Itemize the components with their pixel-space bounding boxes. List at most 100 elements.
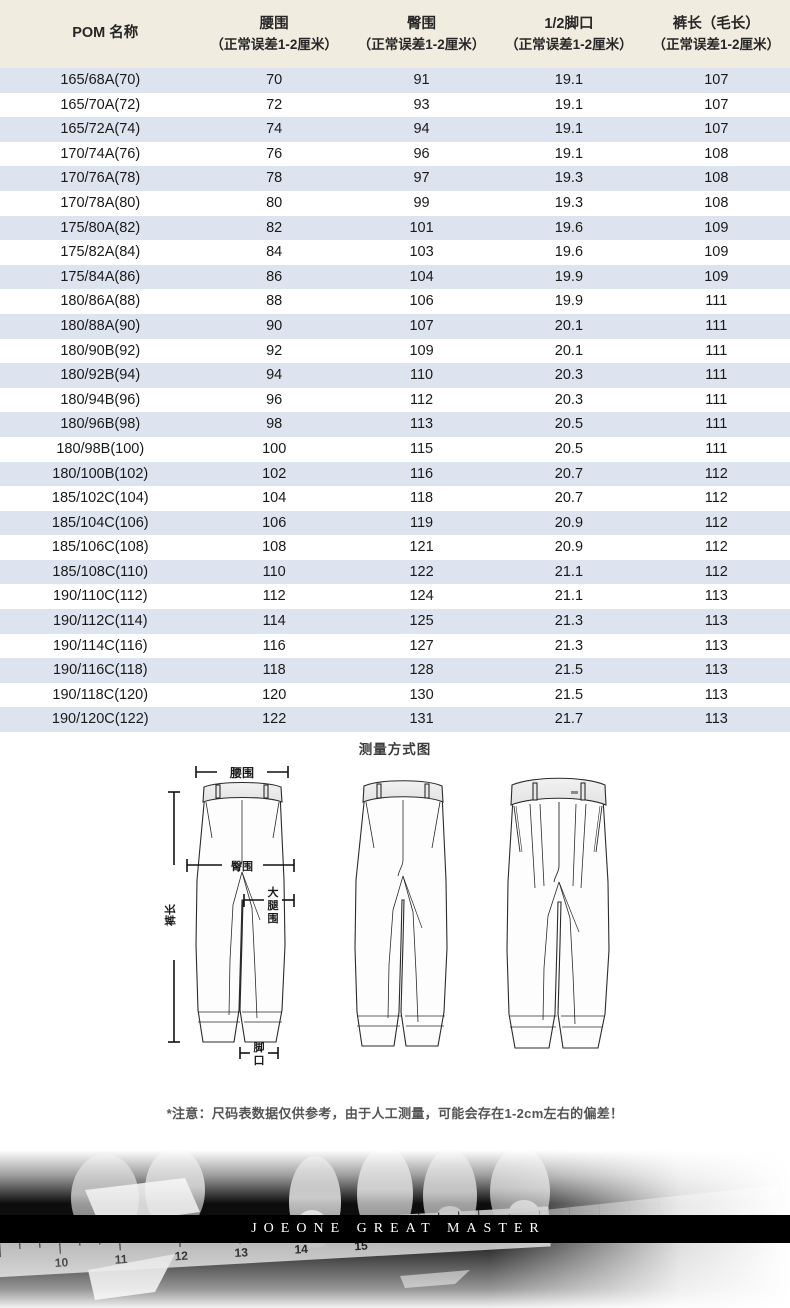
- cell-waist: 96: [200, 387, 348, 413]
- cell-half-hem: 19.9: [495, 289, 643, 314]
- cell-half-hem: 19.3: [495, 166, 643, 191]
- cell-hip: 107: [347, 313, 496, 339]
- cell-pom: 170/78A(80): [0, 190, 201, 216]
- cell-pant-length: 108: [642, 166, 790, 191]
- pants-diagram: 腰围 臀围 大腿围: [160, 760, 630, 1095]
- cell-hip: 125: [347, 609, 496, 634]
- column-header-hip: 臀围 （正常误差1-2厘米）: [347, 0, 496, 68]
- cell-waist: 80: [200, 190, 348, 216]
- cell-half-hem: 19.6: [495, 215, 643, 241]
- cell-waist: 82: [200, 215, 348, 241]
- brand-banner: 10 11 12 13 14 15: [0, 1150, 790, 1308]
- cell-pom: 190/110C(112): [0, 584, 201, 610]
- cell-waist: 102: [200, 461, 348, 487]
- cell-half-hem: 20.3: [495, 387, 643, 413]
- cell-waist: 78: [200, 166, 348, 191]
- cell-hip: 103: [347, 240, 496, 265]
- hip-label: 臀围: [231, 859, 253, 873]
- cell-half-hem: 19.3: [495, 190, 643, 216]
- pant-length-measure-arrow: [168, 791, 180, 1043]
- cell-pom: 180/98B(100): [0, 436, 201, 462]
- cell-waist: 108: [200, 535, 348, 560]
- measurement-note: *注意：尺码表数据仅供参考，由于人工测量，可能会存在1-2cm左右的偏差！: [166, 1106, 624, 1122]
- cell-hip: 124: [347, 584, 496, 610]
- cell-pant-length: 111: [642, 313, 790, 339]
- cell-hip: 116: [347, 461, 496, 487]
- cell-waist: 72: [200, 92, 348, 118]
- cell-pant-length: 112: [642, 486, 790, 511]
- column-header-pom: POM 名称: [0, 0, 201, 68]
- column-header-half-hem-label: 1/2脚口: [544, 15, 594, 32]
- cell-pant-length: 107: [642, 92, 790, 118]
- cell-pant-length: 107: [642, 117, 790, 142]
- cell-hip: 93: [347, 92, 496, 118]
- pant-length-label: 裤长: [163, 903, 177, 927]
- cell-waist: 112: [200, 584, 348, 610]
- cell-pom: 180/88A(90): [0, 313, 201, 339]
- cell-pom: 180/92B(94): [0, 363, 201, 388]
- cell-half-hem: 20.7: [495, 461, 643, 487]
- column-header-waist-tolerance: （正常误差1-2厘米）: [210, 36, 338, 52]
- cell-pom: 190/118C(120): [0, 682, 201, 708]
- cell-half-hem: 19.9: [495, 264, 643, 290]
- column-header-pant-length-label: 裤长（毛长）: [672, 15, 760, 32]
- cell-half-hem: 19.1: [495, 141, 643, 167]
- cell-half-hem: 19.6: [495, 240, 643, 265]
- pants-technical-drawing-svg: 腰围 臀围 大腿围: [163, 765, 610, 1067]
- cell-waist: 104: [200, 486, 348, 511]
- cell-hip: 101: [347, 215, 496, 241]
- cell-pant-length: 109: [642, 215, 790, 241]
- cell-pant-length: 112: [642, 510, 790, 536]
- cell-half-hem: 20.5: [495, 412, 643, 437]
- cell-waist: 114: [200, 609, 348, 634]
- cell-half-hem: 21.3: [495, 633, 643, 659]
- cell-pant-length: 111: [642, 412, 790, 437]
- cell-pant-length: 109: [642, 264, 790, 290]
- cell-pant-length: 113: [642, 682, 790, 708]
- column-header-half-hem: 1/2脚口 （正常误差1-2厘米）: [495, 0, 643, 68]
- cell-hip: 91: [347, 68, 496, 93]
- cell-pant-length: 109: [642, 240, 790, 265]
- cell-pant-length: 108: [642, 141, 790, 167]
- column-header-hip-label: 臀围: [407, 15, 437, 32]
- waist-label: 腰围: [229, 765, 254, 780]
- cell-half-hem: 21.5: [495, 658, 643, 683]
- cell-pant-length: 113: [642, 658, 790, 683]
- cell-hip: 96: [347, 141, 496, 167]
- cell-pant-length: 113: [642, 609, 790, 634]
- cell-waist: 98: [200, 412, 348, 437]
- cell-pom: 175/82A(84): [0, 240, 201, 265]
- cell-hip: 131: [347, 707, 496, 733]
- cell-hip: 113: [347, 412, 496, 437]
- cell-pom: 165/72A(74): [0, 117, 201, 142]
- cell-waist: 122: [200, 707, 348, 733]
- cell-pom: 170/76A(78): [0, 166, 201, 191]
- pant-front-plain: [354, 780, 448, 1047]
- cell-pant-length: 111: [642, 338, 790, 364]
- cell-pom: 165/70A(72): [0, 92, 201, 118]
- thigh-measure-arrow: [243, 894, 295, 908]
- cell-waist: 106: [200, 510, 348, 536]
- cell-pant-length: 113: [642, 707, 790, 733]
- cell-half-hem: 20.9: [495, 535, 643, 560]
- cell-pom: 180/94B(96): [0, 387, 201, 413]
- cell-waist: 94: [200, 363, 348, 388]
- cell-hip: 97: [347, 166, 496, 191]
- brand-text: JOEONE GREAT MASTER: [251, 1221, 546, 1236]
- column-header-pant-length-tolerance: （正常误差1-2厘米）: [652, 36, 781, 52]
- cell-pom: 190/116C(118): [0, 658, 201, 683]
- table-header: POM 名称 腰围 （正常误差1-2厘米） 臀围 （正常误差1-2厘米） 1/2…: [0, 0, 790, 68]
- column-header-half-hem-tolerance: （正常误差1-2厘米）: [505, 36, 633, 52]
- cell-pom: 185/106C(108): [0, 535, 201, 560]
